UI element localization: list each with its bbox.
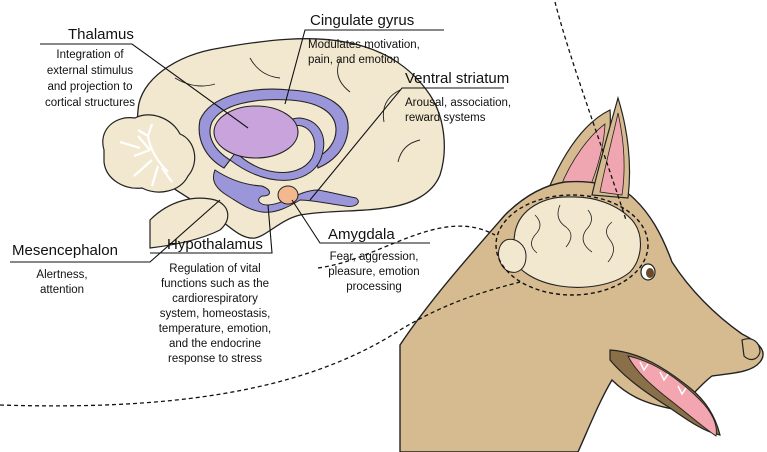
label-mesencephalon: Mesencephalon Alertness, attention [12, 242, 118, 296]
dog-nose [741, 338, 761, 361]
leader-cingulate [284, 29, 444, 105]
label-amygdala-desc-1: Fear, aggression, [330, 251, 419, 263]
label-hypothalamus-desc-5: temperature, emotion, [159, 323, 272, 335]
leader-lines [10, 29, 504, 263]
connector-line-bottom [0, 281, 521, 407]
label-ventral-striatum-desc-1: Arousal, association, [405, 97, 511, 109]
amygdala [277, 185, 299, 205]
dog-ear-back-inner [559, 123, 606, 193]
leader-thalamus [40, 43, 249, 129]
leader-ventral-striatum [309, 87, 504, 201]
cortex-sulci [159, 57, 421, 163]
label-cingulate-title: Cingulate gyrus [310, 12, 414, 29]
label-hypothalamus-desc-1: Regulation of vital [169, 263, 260, 275]
leader-amygdala [291, 199, 430, 244]
cerebellum [102, 114, 196, 193]
label-thalamus: Thalamus Integration of external stimulu… [45, 26, 135, 109]
label-ventral-striatum-desc-2: reward systems [405, 112, 486, 124]
label-cingulate-gyrus: Cingulate gyrus Modulates motivation, pa… [308, 12, 420, 66]
connector-line-top [554, 1, 627, 221]
dog-pupil [646, 268, 654, 278]
label-amygdala-title: Amygdala [328, 226, 395, 243]
label-thalamus-desc-4: cortical structures [45, 97, 135, 109]
label-thalamus-desc-3: and projection to [47, 81, 132, 93]
label-thalamus-title: Thalamus [68, 26, 134, 43]
dog-teeth [639, 361, 687, 396]
label-ventral-striatum: Ventral striatum Arousal, association, r… [405, 70, 511, 124]
brain-highlight-ellipse [495, 194, 649, 296]
label-hypothalamus-desc-6: and the endocrine [169, 338, 261, 350]
label-amygdala-desc-2: pleasure, emotion [328, 266, 419, 278]
label-mesencephalon-desc-2: attention [40, 284, 84, 296]
label-hypothalamus-desc-4: system, homeostasis, [160, 308, 271, 320]
leader-mesencephalon [10, 199, 221, 263]
label-mesencephalon-desc-1: Alertness, [36, 269, 87, 281]
dog-cerebellum [498, 238, 527, 273]
dog-ear-front-inner [599, 112, 625, 196]
label-cingulate-desc-2: pain, and emotion [308, 54, 399, 66]
label-thalamus-desc-2: external stimulus [47, 65, 134, 77]
label-hypothalamus-title: Hypothalamus [167, 236, 263, 253]
label-amygdala: Amygdala Fear, aggression, pleasure, emo… [328, 226, 420, 293]
label-amygdala-desc-3: processing [346, 281, 402, 293]
label-hypothalamus-desc-7: response to stress [168, 353, 262, 365]
dog-head [399, 95, 764, 452]
label-mesencephalon-title: Mesencephalon [12, 242, 118, 259]
connector-line-middle [317, 225, 496, 269]
dog-tongue [627, 355, 717, 437]
label-hypothalamus: Hypothalamus Regulation of vital functio… [159, 236, 272, 365]
label-ventral-striatum-title: Ventral striatum [405, 70, 509, 87]
label-cingulate-desc-1: Modulates motivation, [308, 39, 420, 51]
limbic-base [213, 169, 359, 213]
thalamus [213, 105, 299, 159]
label-hypothalamus-desc-2: functions such as the [161, 278, 269, 290]
brain-sagittal [102, 38, 445, 249]
dog-brain [511, 196, 641, 288]
label-hypothalamus-desc-3: cardiorespiratory [172, 293, 258, 305]
dog-brain-folds [531, 204, 614, 263]
cerebellum-arbor [119, 123, 173, 187]
leader-hypothalamus [150, 204, 273, 254]
label-thalamus-desc-1: Integration of [56, 49, 124, 61]
cingulate-gyrus [198, 88, 349, 169]
